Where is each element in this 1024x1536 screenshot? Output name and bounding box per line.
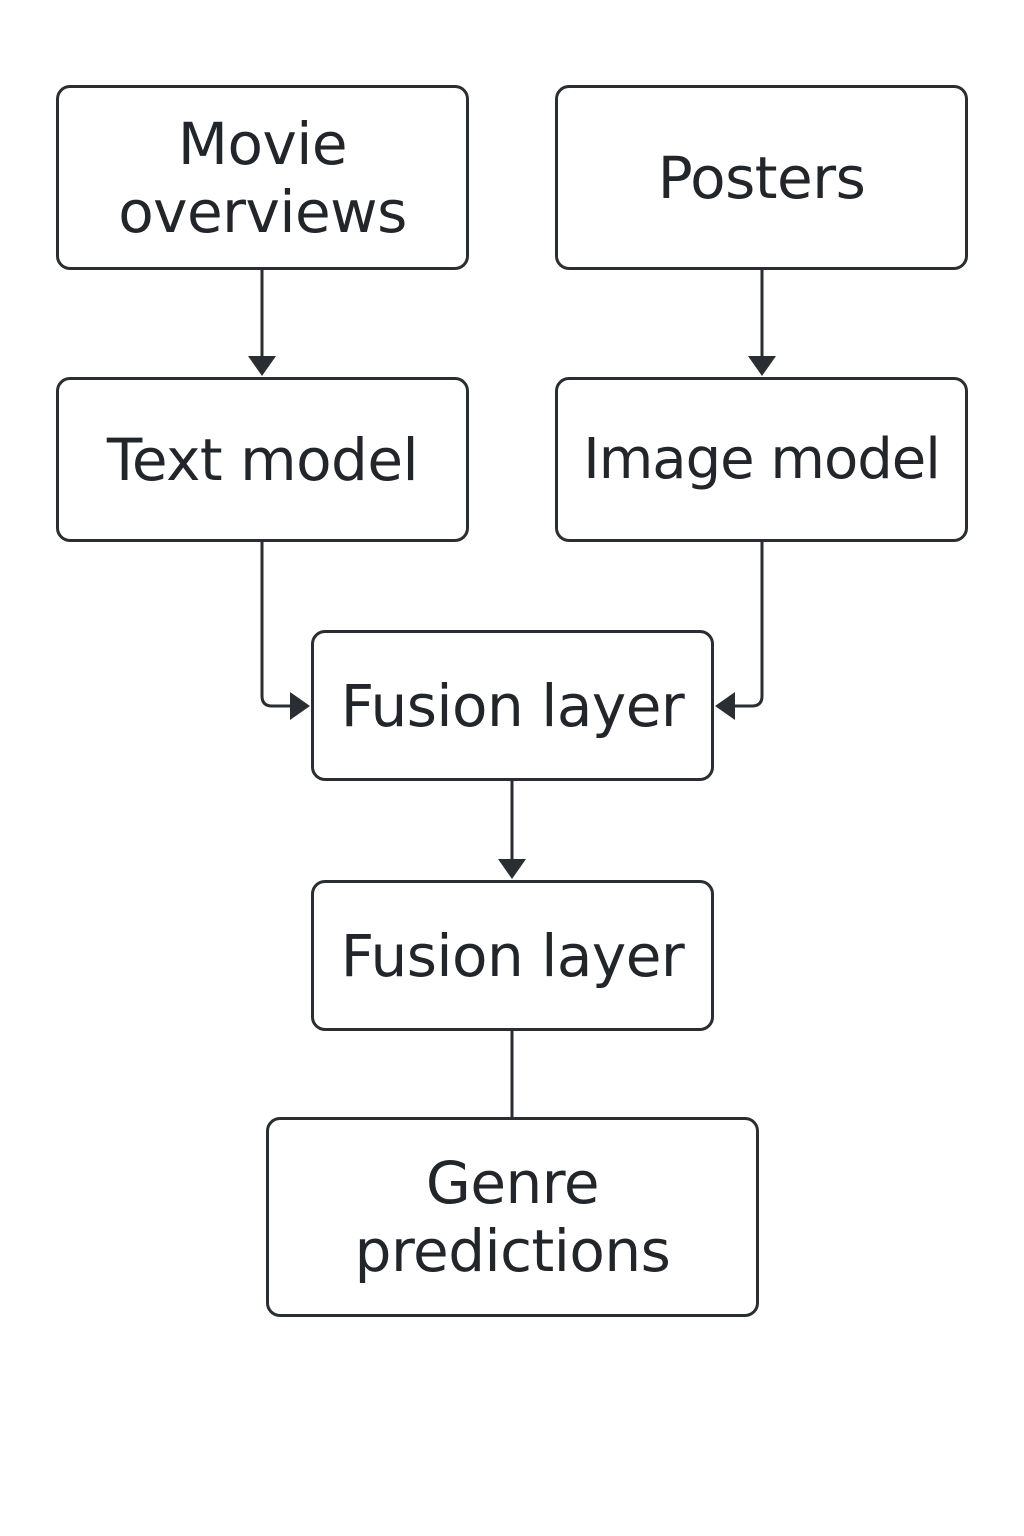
- node-fusion-layer-upper-label: Fusion layer: [340, 671, 685, 740]
- arrowhead-image-model: [748, 356, 776, 376]
- node-posters-label: Posters: [657, 143, 866, 212]
- node-image-model-label: Image model: [583, 426, 941, 492]
- node-genre-predictions: Genre predictions: [266, 1117, 759, 1317]
- arrowhead-text-model: [248, 356, 276, 376]
- edge-image-to-fusion: [733, 542, 764, 708]
- node-fusion-layer-upper: Fusion layer: [311, 630, 714, 781]
- node-genre-predictions-line-2: predictions: [354, 1217, 671, 1285]
- node-text-model: Text model: [56, 377, 469, 542]
- arrowhead-fusion-left: [290, 692, 310, 720]
- node-movie-overviews-line-1: Movie: [177, 109, 348, 178]
- node-text-model-label: Text model: [106, 425, 419, 494]
- arrowhead-fusion-right: [715, 692, 735, 720]
- node-fusion-layer-lower-label: Fusion layer: [340, 921, 685, 990]
- node-movie-overviews-line-2: overviews: [118, 177, 407, 246]
- node-image-model: Image model: [555, 377, 968, 542]
- node-posters: Posters: [555, 85, 968, 270]
- node-fusion-layer-lower: Fusion layer: [311, 880, 714, 1031]
- node-genre-predictions-line-1: Genre: [425, 1149, 600, 1217]
- arrowhead-fusion-lower: [498, 859, 526, 879]
- edge-text-to-fusion: [260, 542, 292, 708]
- node-movie-overviews: Movie overviews: [56, 85, 469, 270]
